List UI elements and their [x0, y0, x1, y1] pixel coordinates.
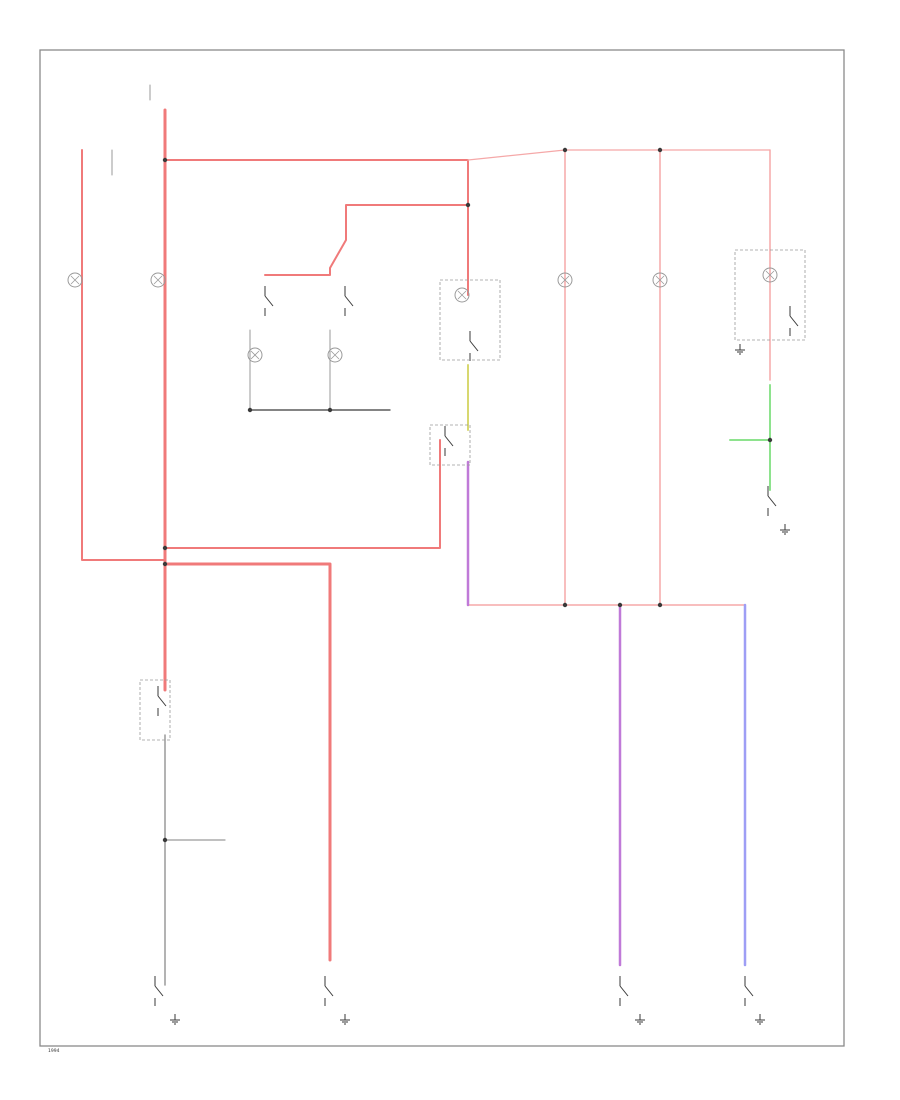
junction-node [562, 147, 568, 153]
lamp-filament [250, 350, 260, 360]
switch-blade [619, 985, 629, 997]
switch-blade [154, 985, 164, 997]
switch-symbol [789, 306, 799, 336]
lamp-symbol [652, 272, 668, 288]
wire-segment [164, 439, 441, 549]
wire-segment [81, 149, 166, 561]
lamp-bulb [762, 267, 778, 283]
switch-blade [767, 495, 777, 507]
switch-blade [157, 695, 167, 707]
component-housing [139, 679, 171, 741]
switch-symbol [324, 976, 334, 1006]
junction-node [162, 157, 168, 163]
junction-node [327, 407, 333, 413]
diagram-footer-code: 1994 [48, 1048, 60, 1054]
lamp-filament [153, 275, 163, 285]
ground-symbol [170, 1014, 180, 1025]
component-housing [439, 279, 501, 361]
lamp-bulb [652, 272, 668, 288]
lamp-bulb [557, 272, 573, 288]
lamp-symbol [557, 272, 573, 288]
junction-node [562, 602, 568, 608]
component-housing [734, 249, 806, 341]
junction-nodes-layer [162, 147, 773, 843]
component-housing [429, 424, 471, 466]
ground-symbol [635, 1014, 645, 1025]
lamp-symbol [327, 347, 343, 363]
lamp-filament [330, 350, 340, 360]
lamp-symbol [762, 267, 778, 283]
junction-node [657, 147, 663, 153]
wire-segment [163, 562, 332, 962]
switch-blade [344, 295, 354, 307]
grounds-layer [170, 344, 790, 1025]
junction-node [162, 837, 168, 843]
ground-symbol [735, 344, 745, 355]
lamp-symbol [454, 287, 470, 303]
junction-node [617, 602, 623, 608]
components-layer [67, 249, 806, 1006]
lamp-symbol [67, 272, 83, 288]
lamp-bulb [150, 272, 166, 288]
lamp-bulb [327, 347, 343, 363]
switch-symbol [344, 286, 354, 316]
junction-node [767, 437, 773, 443]
switch-symbol [767, 486, 777, 516]
switch-blade [469, 340, 479, 352]
switch-blade [264, 295, 274, 307]
lamp-filament [457, 290, 467, 300]
junction-node [657, 602, 663, 608]
ground-symbol [755, 1014, 765, 1025]
junction-node [247, 407, 253, 413]
switch-blade [744, 985, 754, 997]
switch-symbol [444, 426, 454, 456]
diagram-border [39, 49, 845, 1047]
switch-blade [324, 985, 334, 997]
lamp-bulb [247, 347, 263, 363]
switch-symbol [264, 286, 274, 316]
junction-node [162, 561, 168, 567]
lamp-filament [655, 275, 665, 285]
junction-node [162, 545, 168, 551]
lamp-filament [765, 270, 775, 280]
wires-layer [81, 84, 771, 986]
lamp-symbol [247, 347, 263, 363]
switch-symbol [619, 976, 629, 1006]
ground-symbol [340, 1014, 350, 1025]
lamp-bulb [67, 272, 83, 288]
ground-symbol [780, 524, 790, 535]
lamp-filament [70, 275, 80, 285]
lamp-filament [560, 275, 570, 285]
junction-node [465, 202, 471, 208]
lamp-symbol [150, 272, 166, 288]
switch-symbol [469, 331, 479, 361]
switch-symbol [157, 686, 167, 716]
switch-symbol [744, 976, 754, 1006]
wire-segment [467, 149, 771, 161]
switch-blade [444, 435, 454, 447]
switch-symbol [154, 976, 164, 1006]
switch-blade [789, 315, 799, 327]
lamp-bulb [454, 287, 470, 303]
wire-segment [264, 204, 469, 276]
